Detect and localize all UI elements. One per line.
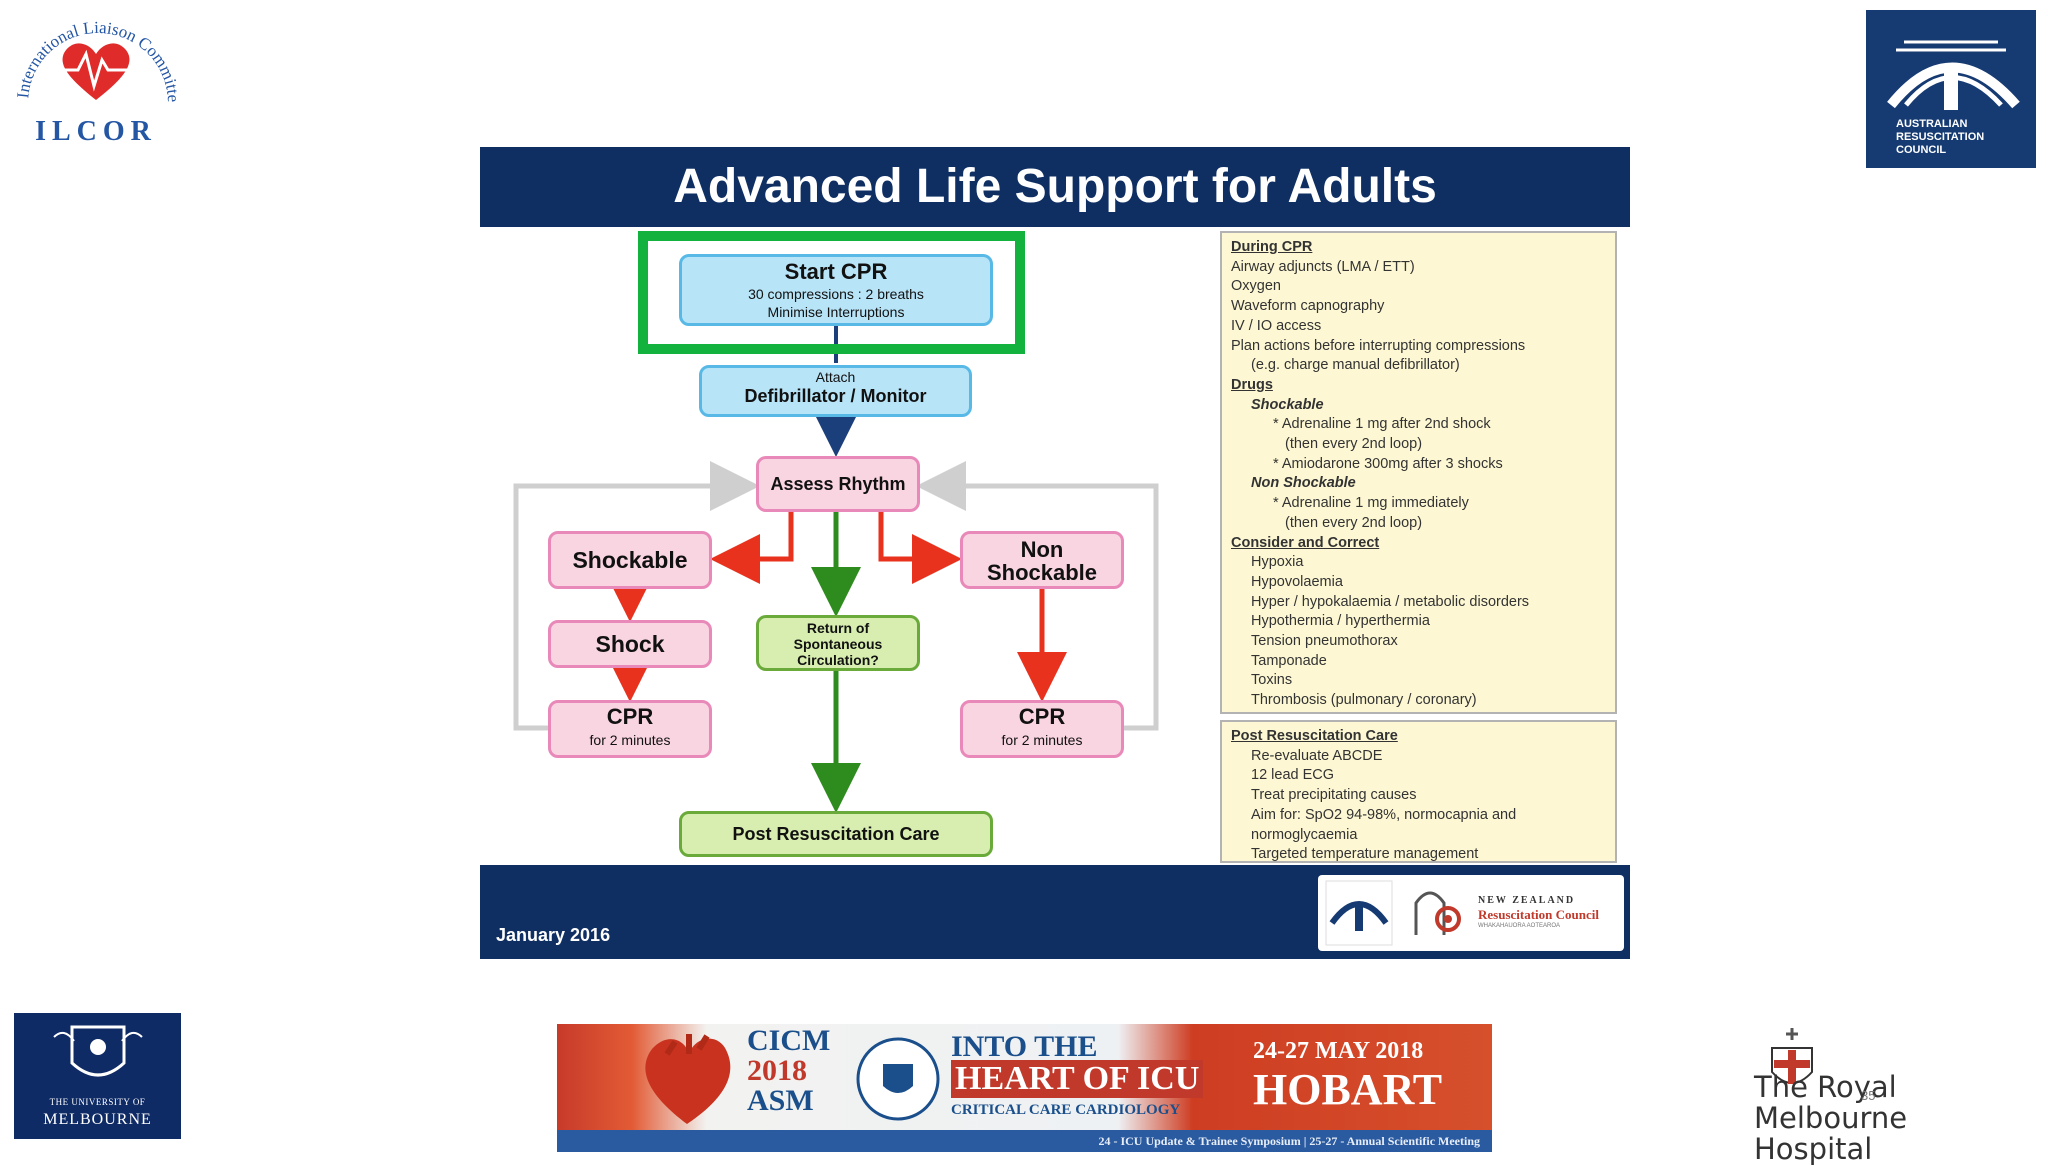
royal-melbourne-hospital-logo: The Royal Melbourne Hospital [1752, 1022, 2012, 1165]
panel-line: Hypothermia / hyperthermia [1251, 613, 1430, 630]
post-resuscitation-panel: Post Resuscitation Care Re-evaluate ABCD… [1220, 720, 1617, 863]
panel-heading: Post Resuscitation Care [1231, 728, 1398, 744]
panel-line: * Adrenaline 1 mg immediately [1273, 495, 1469, 512]
panel-line: Targeted temperature management [1251, 846, 1479, 863]
panel-line: Toxins [1251, 672, 1293, 689]
defib-title: Defibrillator / Monitor [744, 386, 927, 406]
panel-line: (then every 2nd loop) [1285, 436, 1423, 453]
panel-line: Hypoxia [1251, 554, 1304, 571]
panel-line: Hypovolaemia [1251, 573, 1343, 590]
nz-council-line2: Resuscitation Council [1478, 907, 1599, 922]
panel-line: Re-evaluate ABCDE [1251, 747, 1383, 764]
ilcor-center-text: ILCOR [35, 116, 157, 147]
banner-city: HOBART [1253, 1065, 1443, 1114]
cpr-right-title: CPR [1018, 704, 1066, 729]
panel-line: Hyper / hypokalaemia / metabolic disorde… [1251, 593, 1530, 610]
banner-strip: 24 - ICU Update & Trainee Symposium | 25… [557, 1130, 1492, 1152]
arrow-assess-nonshockable [878, 512, 962, 584]
banner-year: 2018 [747, 1054, 807, 1087]
panel-subheading: Non Shockable [1251, 475, 1356, 492]
start-cpr-title: Start CPR [784, 259, 888, 284]
panel-line: 12 lead ECG [1251, 767, 1335, 784]
panel-heading: Consider and Correct [1231, 534, 1380, 551]
rmh-crest-icon [1771, 1028, 1813, 1084]
slide-title: Advanced Life Support for Adults [480, 147, 1630, 227]
nz-council-line1: NEW ZEALAND [1478, 895, 1576, 906]
university-of-melbourne-logo: THE UNIVERSITY OF MELBOURNE [14, 1013, 181, 1139]
assess-rhythm-box: Assess Rhythm [756, 456, 920, 512]
cpr-left-title: CPR [606, 704, 654, 729]
rosc-box: Return of Spontaneous Circulation? [756, 615, 920, 671]
panel-line: Oxygen [1231, 278, 1281, 295]
panel-line: (e.g. charge manual defibrillator) [1251, 357, 1460, 374]
shock-box: Shock [548, 620, 712, 668]
heart-graphic-icon [645, 1034, 731, 1124]
ilcor-emblem: International Liaison Committee on Resus… [2, 0, 183, 147]
heartbeat-icon [58, 49, 134, 92]
banner-into: INTO THE [951, 1030, 1098, 1063]
nz-council-line3: WHAKAHAUORA AOTEAROA [1478, 923, 1561, 929]
arc-logo: AUSTRALIAN RESUSCITATION COUNCIL [1866, 10, 2036, 168]
panel-subheading: Shockable [1251, 396, 1324, 413]
panel-line: normoglycaemia [1251, 826, 1358, 843]
panel-line: Treat precipitating causes [1251, 787, 1417, 804]
panel-heading: During CPR [1231, 239, 1313, 255]
start-cpr-line2: Minimise Interruptions [767, 304, 905, 320]
uom-name: MELBOURNE [43, 1111, 152, 1128]
shockable-box: Shockable [548, 531, 712, 589]
panel-line: Tension pneumothorax [1251, 633, 1398, 650]
cicm-crest-icon [856, 1037, 940, 1121]
panel-line: (then every 2nd loop) [1285, 514, 1423, 531]
banner-dates: 24-27 MAY 2018 [1253, 1038, 1424, 1064]
cpr-left-sub: for 2 minutes [589, 732, 671, 748]
arc-nz-emblem-icon [1325, 880, 1461, 946]
panel-line: * Adrenaline 1 mg after 2nd shock [1273, 416, 1491, 433]
panel-line: Plan actions before interrupting compres… [1231, 337, 1526, 354]
panel-line: * Amiodarone 300mg after 3 shocks [1273, 455, 1503, 472]
uom-crest-icon [53, 1025, 143, 1077]
banner-asm: ASM [747, 1084, 814, 1117]
during-cpr-panel: During CPR Airway adjuncts (LMA / ETT) O… [1220, 231, 1617, 714]
cicm-asm-banner: CICM 2018 ASM INTO THE HEART OF ICU CRIT… [557, 1024, 1492, 1152]
banner-critical-care: CRITICAL CARE CARDIOLOGY [951, 1102, 1181, 1118]
arc-emblem-icon [1887, 40, 2020, 110]
panel-line: Airway adjuncts (LMA / ETT) [1231, 258, 1415, 275]
loop-right [916, 461, 1159, 731]
uom-small-text: THE UNIVERSITY OF [49, 1097, 146, 1107]
non-shockable-box: Non Shockable [960, 531, 1124, 589]
alsa-slide: Advanced Life Support for Adults Start C… [480, 147, 1630, 959]
loop-left [513, 461, 760, 731]
panel-line: IV / IO access [1231, 317, 1322, 334]
defib-attach: Attach [815, 369, 856, 385]
page-number: 35 [1861, 1088, 1876, 1103]
panel-heading: Drugs [1231, 376, 1273, 393]
arc-text: AUSTRALIAN RESUSCITATION COUNCIL [1896, 118, 1985, 156]
banner-cicm: CICM [747, 1024, 831, 1057]
start-cpr-line1: 30 compressions : 2 breaths [748, 286, 924, 302]
heart-icon [62, 43, 130, 100]
defibrillator-box: Attach Defibrillator / Monitor [699, 365, 972, 417]
panel-line: Aim for: SpO2 94-98%, normocapnia and [1251, 806, 1517, 823]
cpr-right-box: CPR for 2 minutes [960, 700, 1124, 758]
start-cpr-box: Start CPR 30 compressions : 2 breaths Mi… [679, 254, 993, 326]
rmh-name: The Royal Melbourne Hospital [1754, 1070, 1908, 1166]
highlight-frame [638, 231, 1025, 354]
post-resuscitation-box: Post Resuscitation Care [679, 811, 993, 857]
footer-logos: NEW ZEALAND Resuscitation Council WHAKAH… [1318, 875, 1624, 951]
cpr-left-box: CPR for 2 minutes [548, 700, 712, 758]
cpr-right-sub: for 2 minutes [1001, 732, 1083, 748]
footer-date: January 2016 [496, 925, 611, 945]
arrow-assess-shockable [710, 512, 794, 584]
panel-line: Thrombosis (pulmonary / coronary) [1251, 692, 1477, 709]
banner-heart-of-icu: HEART OF ICU [951, 1060, 1204, 1098]
panel-line: Waveform capnography [1231, 298, 1385, 315]
ilcor-logo: International Liaison Committee on Resus… [2, 0, 183, 183]
panel-line: Tamponade [1251, 652, 1327, 669]
